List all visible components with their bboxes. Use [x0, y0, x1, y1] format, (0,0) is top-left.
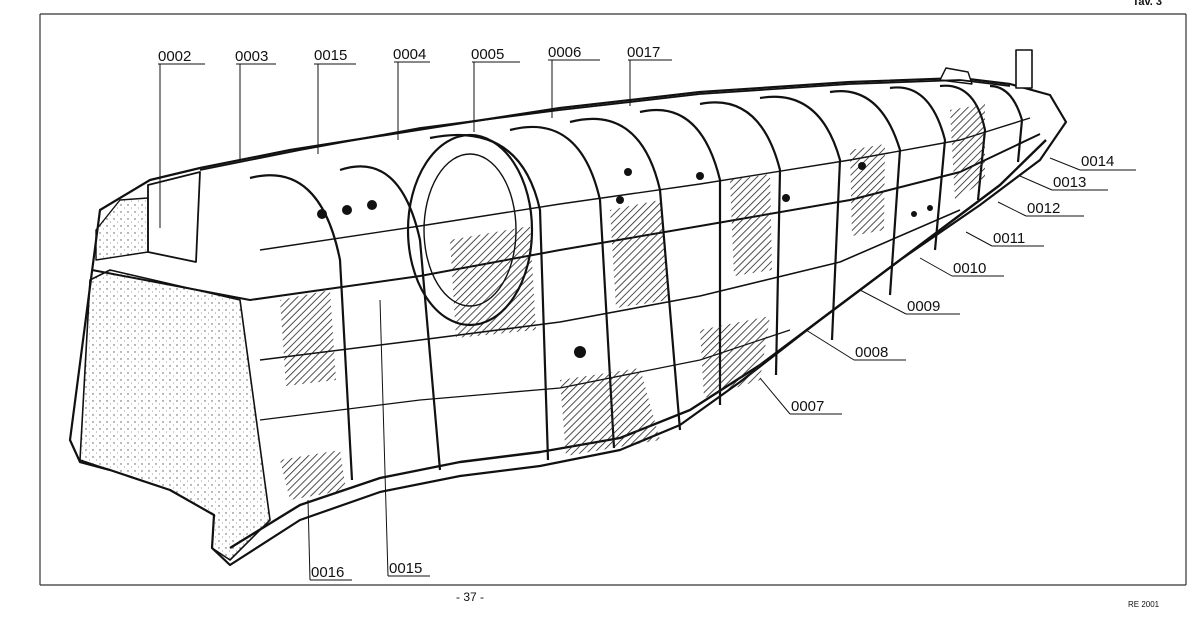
lower-longeron — [259, 209, 961, 361]
callout-0009: 0009 — [907, 298, 940, 315]
callout-0010: 0010 — [953, 260, 986, 277]
callout-0017: 0017 — [627, 44, 660, 61]
callout-0004: 0004 — [393, 46, 426, 63]
callout-0003: 0003 — [235, 48, 268, 65]
callout-0005: 0005 — [471, 46, 504, 63]
leader-lines — [158, 59, 1136, 581]
cockpit-fairing — [147, 171, 201, 263]
callout-0008: 0008 — [855, 344, 888, 361]
callout-0007: 0007 — [791, 398, 824, 415]
callout-0002: 0002 — [158, 48, 191, 65]
bulkhead-ring — [406, 133, 534, 327]
callout-0016: 0016 — [311, 564, 344, 581]
reference-code: RE 2001 — [1128, 600, 1160, 609]
page-number: - 37 - — [456, 590, 485, 604]
callout-0006: 0006 — [548, 44, 581, 61]
callout-0013: 0013 — [1053, 174, 1086, 191]
fuselage-illustration — [68, 49, 1068, 567]
lightening-holes — [317, 162, 933, 358]
callout-0012: 0012 — [1027, 200, 1060, 217]
callout-0015-top: 0015 — [314, 47, 347, 64]
left-skin-panel — [79, 269, 271, 561]
internal-hatching — [280, 104, 985, 500]
drawing-border — [39, 13, 1187, 586]
left-deck — [95, 197, 149, 261]
callout-labels: 0002 0003 0015 0004 0005 0006 0017 0014 … — [158, 44, 1114, 581]
callout-0014: 0014 — [1081, 153, 1114, 170]
callout-0015-bottom: 0015 — [389, 560, 422, 577]
tail-post — [1015, 49, 1033, 89]
fuselage-frames — [249, 84, 1024, 481]
callout-0011: 0011 — [993, 230, 1025, 247]
plate-label: Tav. 3 — [1132, 0, 1162, 8]
